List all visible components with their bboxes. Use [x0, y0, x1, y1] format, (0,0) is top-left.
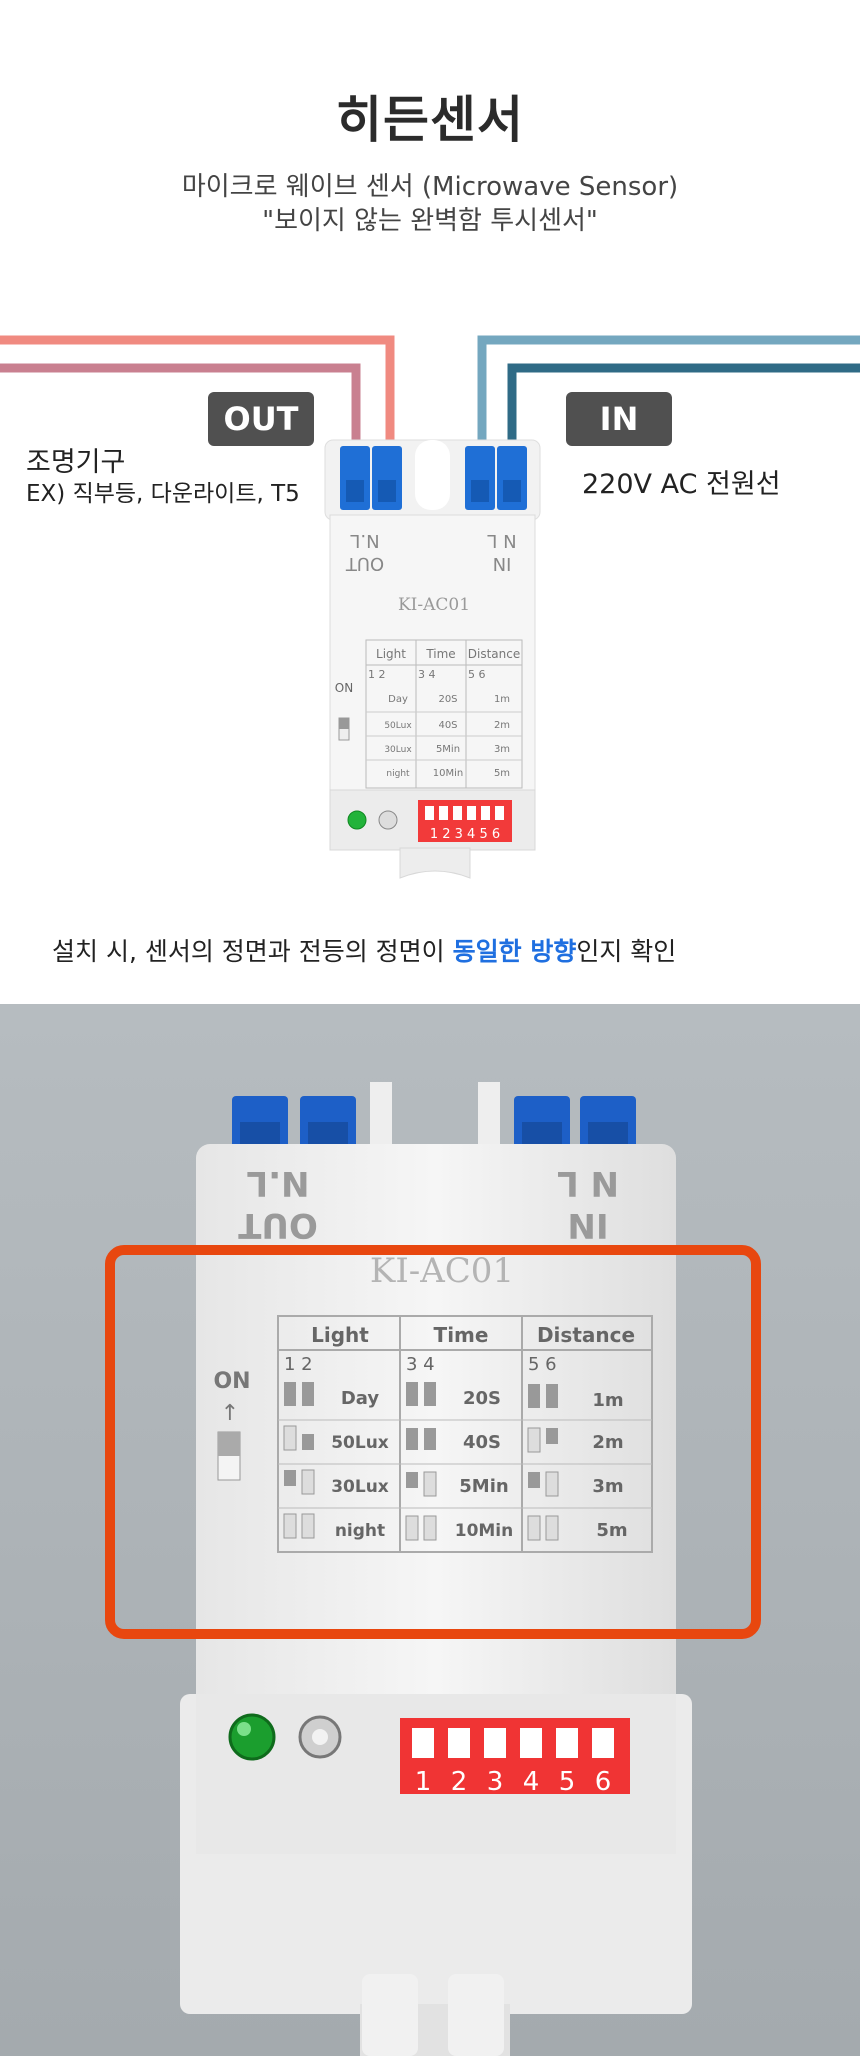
- closeup-cell: 40S: [463, 1432, 501, 1453]
- closeup-cell: 5Min: [459, 1476, 508, 1497]
- wire-darkblue: [507, 363, 860, 465]
- lens-small: [378, 810, 398, 830]
- green-led: [228, 1713, 276, 1761]
- small-cell: 1m: [494, 694, 510, 705]
- closeup-out-top-label: N.L: [246, 1163, 309, 1203]
- terminal-out-bottom-label: OUT: [345, 553, 384, 574]
- up-arrow-icon: ↑: [221, 1401, 239, 1426]
- closeup-cell: Day: [341, 1388, 380, 1409]
- model-label-small: KI-AC01: [398, 595, 470, 615]
- closeup-header-time: Time: [434, 1323, 489, 1347]
- wiring-diagram: N.L OUT N L IN KI-AC01 Light Time Distan…: [0, 335, 860, 879]
- sensor-device-small: N.L OUT N L IN KI-AC01 Light Time Distan…: [324, 439, 541, 879]
- dip-number: 1: [415, 1767, 432, 1797]
- dip-switch: [400, 1718, 630, 1794]
- in-label: IN: [566, 392, 672, 446]
- dip-number: 6: [595, 1767, 612, 1797]
- small-on-label: ON: [335, 681, 353, 695]
- green-led-small: [347, 810, 367, 830]
- small-cell: 10Min: [433, 768, 463, 779]
- dip-number: 3: [487, 1767, 504, 1797]
- small-header-time: Time: [425, 647, 455, 661]
- small-cell: 30Lux: [384, 745, 412, 755]
- closeup-cell: 10Min: [455, 1521, 514, 1541]
- closeup-cell: 20S: [463, 1388, 501, 1409]
- closeup-out-bottom-label: OUT: [237, 1205, 318, 1245]
- small-cell: 40S: [438, 720, 457, 731]
- device-closeup-photo: N.L OUT N L IN KI-AC01 Light Time Distan…: [0, 1004, 860, 2056]
- closeup-cell: 3m: [592, 1476, 623, 1497]
- highlight-frame: [105, 1245, 761, 1639]
- out-label: OUT: [208, 392, 314, 446]
- terminal-in-bottom-label: IN: [493, 553, 512, 574]
- terminal-out-top-label: N.L: [350, 530, 379, 551]
- lighting-fixture-label: 조명기구: [26, 447, 126, 478]
- small-cell: 5m: [494, 768, 510, 779]
- install-note-text: 설치 시, 센서의 정면과 전등의 정면이: [52, 937, 453, 966]
- closeup-cell: 1m: [592, 1390, 623, 1411]
- install-note-highlight: 동일한 방향: [452, 937, 577, 966]
- closeup-in-bottom-label: IN: [567, 1205, 608, 1245]
- terminal-in-top-label: N L: [487, 530, 516, 551]
- small-cell: night: [386, 769, 410, 779]
- subtitle-line2: "보이지 않는 완벽함 투시센서": [262, 206, 598, 236]
- wire-mauve: [0, 363, 361, 465]
- small-cell: 20S: [438, 694, 457, 705]
- dip-number: 4: [523, 1767, 540, 1797]
- closeup-cell: 30Lux: [331, 1477, 389, 1497]
- subtitle-line1: 마이크로 웨이브 센서 (Microwave Sensor): [181, 172, 679, 202]
- closeup-header-light: Light: [311, 1323, 369, 1347]
- small-cell: 2m: [494, 720, 510, 731]
- closeup-cell: night: [335, 1521, 385, 1541]
- wire-pink: [0, 335, 395, 465]
- small-header-distance: Distance: [468, 647, 520, 661]
- closeup-cell: 2m: [592, 1432, 623, 1453]
- small-cell: 50Lux: [384, 721, 412, 731]
- small-cell: Day: [388, 694, 408, 705]
- dip-number: 2: [451, 1767, 468, 1797]
- closeup-cell: 50Lux: [331, 1433, 389, 1453]
- small-header-light: Light: [376, 647, 406, 661]
- closeup-spec-table: Light Time Distance 1 2 3 4 5 6 Day 20S …: [277, 1315, 653, 1553]
- closeup-cell: 5m: [596, 1520, 627, 1541]
- install-note-text-end: 인지 확인: [576, 937, 677, 966]
- dip-numbers-small: 1 2 3 4 5 6: [430, 827, 500, 842]
- dip-number: 5: [559, 1767, 576, 1797]
- page-title: 히든센서: [336, 91, 524, 149]
- small-switch-nums-3: 5 6: [468, 668, 486, 681]
- closeup-model-label: KI-AC01: [370, 1251, 514, 1291]
- closeup-switch-nums-2: 3 4: [406, 1354, 435, 1375]
- closeup-header-distance: Distance: [537, 1323, 635, 1347]
- wire-lightblue: [477, 335, 860, 465]
- small-cell: 5Min: [436, 744, 460, 755]
- small-cell: 3m: [494, 744, 510, 755]
- closeup-switch-nums-1: 1 2: [284, 1354, 313, 1375]
- small-switch-nums-2: 3 4: [418, 668, 436, 681]
- lighting-fixture-examples: EX) 직부등, 다운라이트, T5: [26, 481, 300, 507]
- closeup-switch-nums-3: 5 6: [528, 1354, 557, 1375]
- power-line-label: 220V AC 전원선: [582, 469, 781, 500]
- install-note: 설치 시, 센서의 정면과 전등의 정면이 동일한 방향인지 확인: [52, 932, 676, 968]
- small-switch-nums-1: 1 2: [368, 668, 386, 681]
- closeup-on-label: ON: [213, 1369, 250, 1394]
- closeup-in-top-label: N L: [557, 1163, 619, 1203]
